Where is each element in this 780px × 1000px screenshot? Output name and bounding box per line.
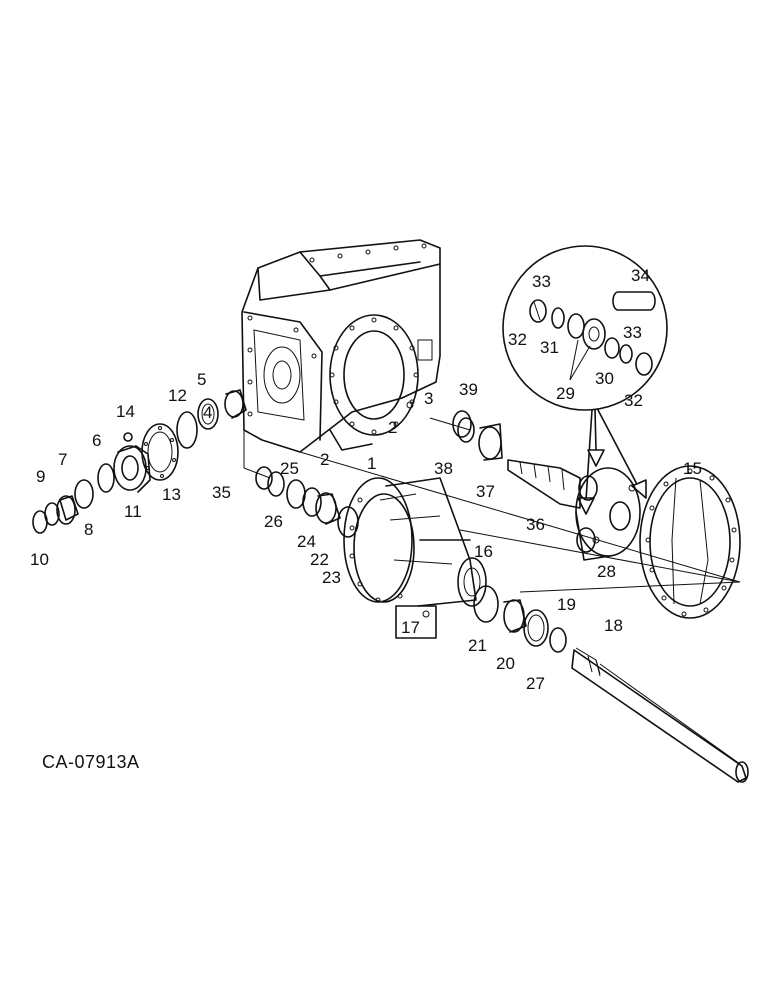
label-34: 34: [631, 266, 650, 285]
label-23: 23: [322, 568, 341, 587]
label-9: 9: [36, 467, 45, 486]
label-24: 24: [297, 532, 316, 551]
label-39: 39: [459, 380, 478, 399]
label-28: 28: [597, 562, 616, 581]
label-22: 22: [310, 550, 329, 569]
label-27: 27: [526, 674, 545, 693]
label-13: 13: [162, 485, 181, 504]
label-3: 3: [424, 389, 433, 408]
planetary-detail-inset: [502, 245, 668, 411]
label-18: 18: [604, 616, 623, 635]
label-32b: 32: [624, 391, 643, 410]
hub-inner-rings: [255, 466, 359, 538]
label-26: 26: [264, 512, 283, 531]
label-15: 15: [683, 459, 702, 478]
label-17: 17: [401, 618, 420, 637]
axle-shaft: [571, 647, 749, 783]
label-32a: 32: [508, 330, 527, 349]
label-14: 14: [116, 402, 135, 421]
label-2a: 2: [320, 450, 329, 469]
label-21: 21: [468, 636, 487, 655]
inset-pointer-arrows: [577, 409, 647, 515]
label-11: 11: [124, 502, 142, 521]
part-labels: 1 2 2 3 4 5 6 7 8 9 10 11 12 13 14 15 16…: [30, 266, 702, 693]
label-29: 29: [556, 384, 575, 403]
label-12: 12: [168, 386, 187, 405]
label-33b: 33: [623, 323, 642, 342]
label-1: 1: [367, 454, 376, 473]
catalog-number: CA-07913A: [42, 752, 140, 772]
label-35: 35: [212, 483, 231, 502]
label-5: 5: [197, 370, 206, 389]
label-19: 19: [557, 595, 576, 614]
label-31: 31: [540, 338, 559, 357]
label-36: 36: [526, 515, 545, 534]
wheel-hub: [343, 477, 487, 607]
label-6: 6: [92, 431, 101, 450]
label-7: 7: [58, 450, 67, 469]
label-38: 38: [434, 459, 453, 478]
planetary-carrier: [575, 467, 641, 561]
ring-gear: [639, 465, 741, 619]
label-37: 37: [476, 482, 495, 501]
shaft-bearings: [473, 585, 567, 653]
left-parts-group: [32, 389, 247, 534]
label-4: 4: [203, 403, 212, 422]
label-2b: 2: [388, 418, 397, 437]
label-8: 8: [84, 520, 93, 539]
label-10: 10: [30, 550, 49, 569]
sun-gear-shaft: [452, 410, 581, 509]
label-20: 20: [496, 654, 515, 673]
label-30: 30: [595, 369, 614, 388]
label-33a: 33: [532, 272, 551, 291]
label-16: 16: [474, 542, 493, 561]
final-drive-housing: [241, 239, 441, 453]
part-17-box: [395, 605, 437, 639]
label-25: 25: [280, 459, 299, 478]
